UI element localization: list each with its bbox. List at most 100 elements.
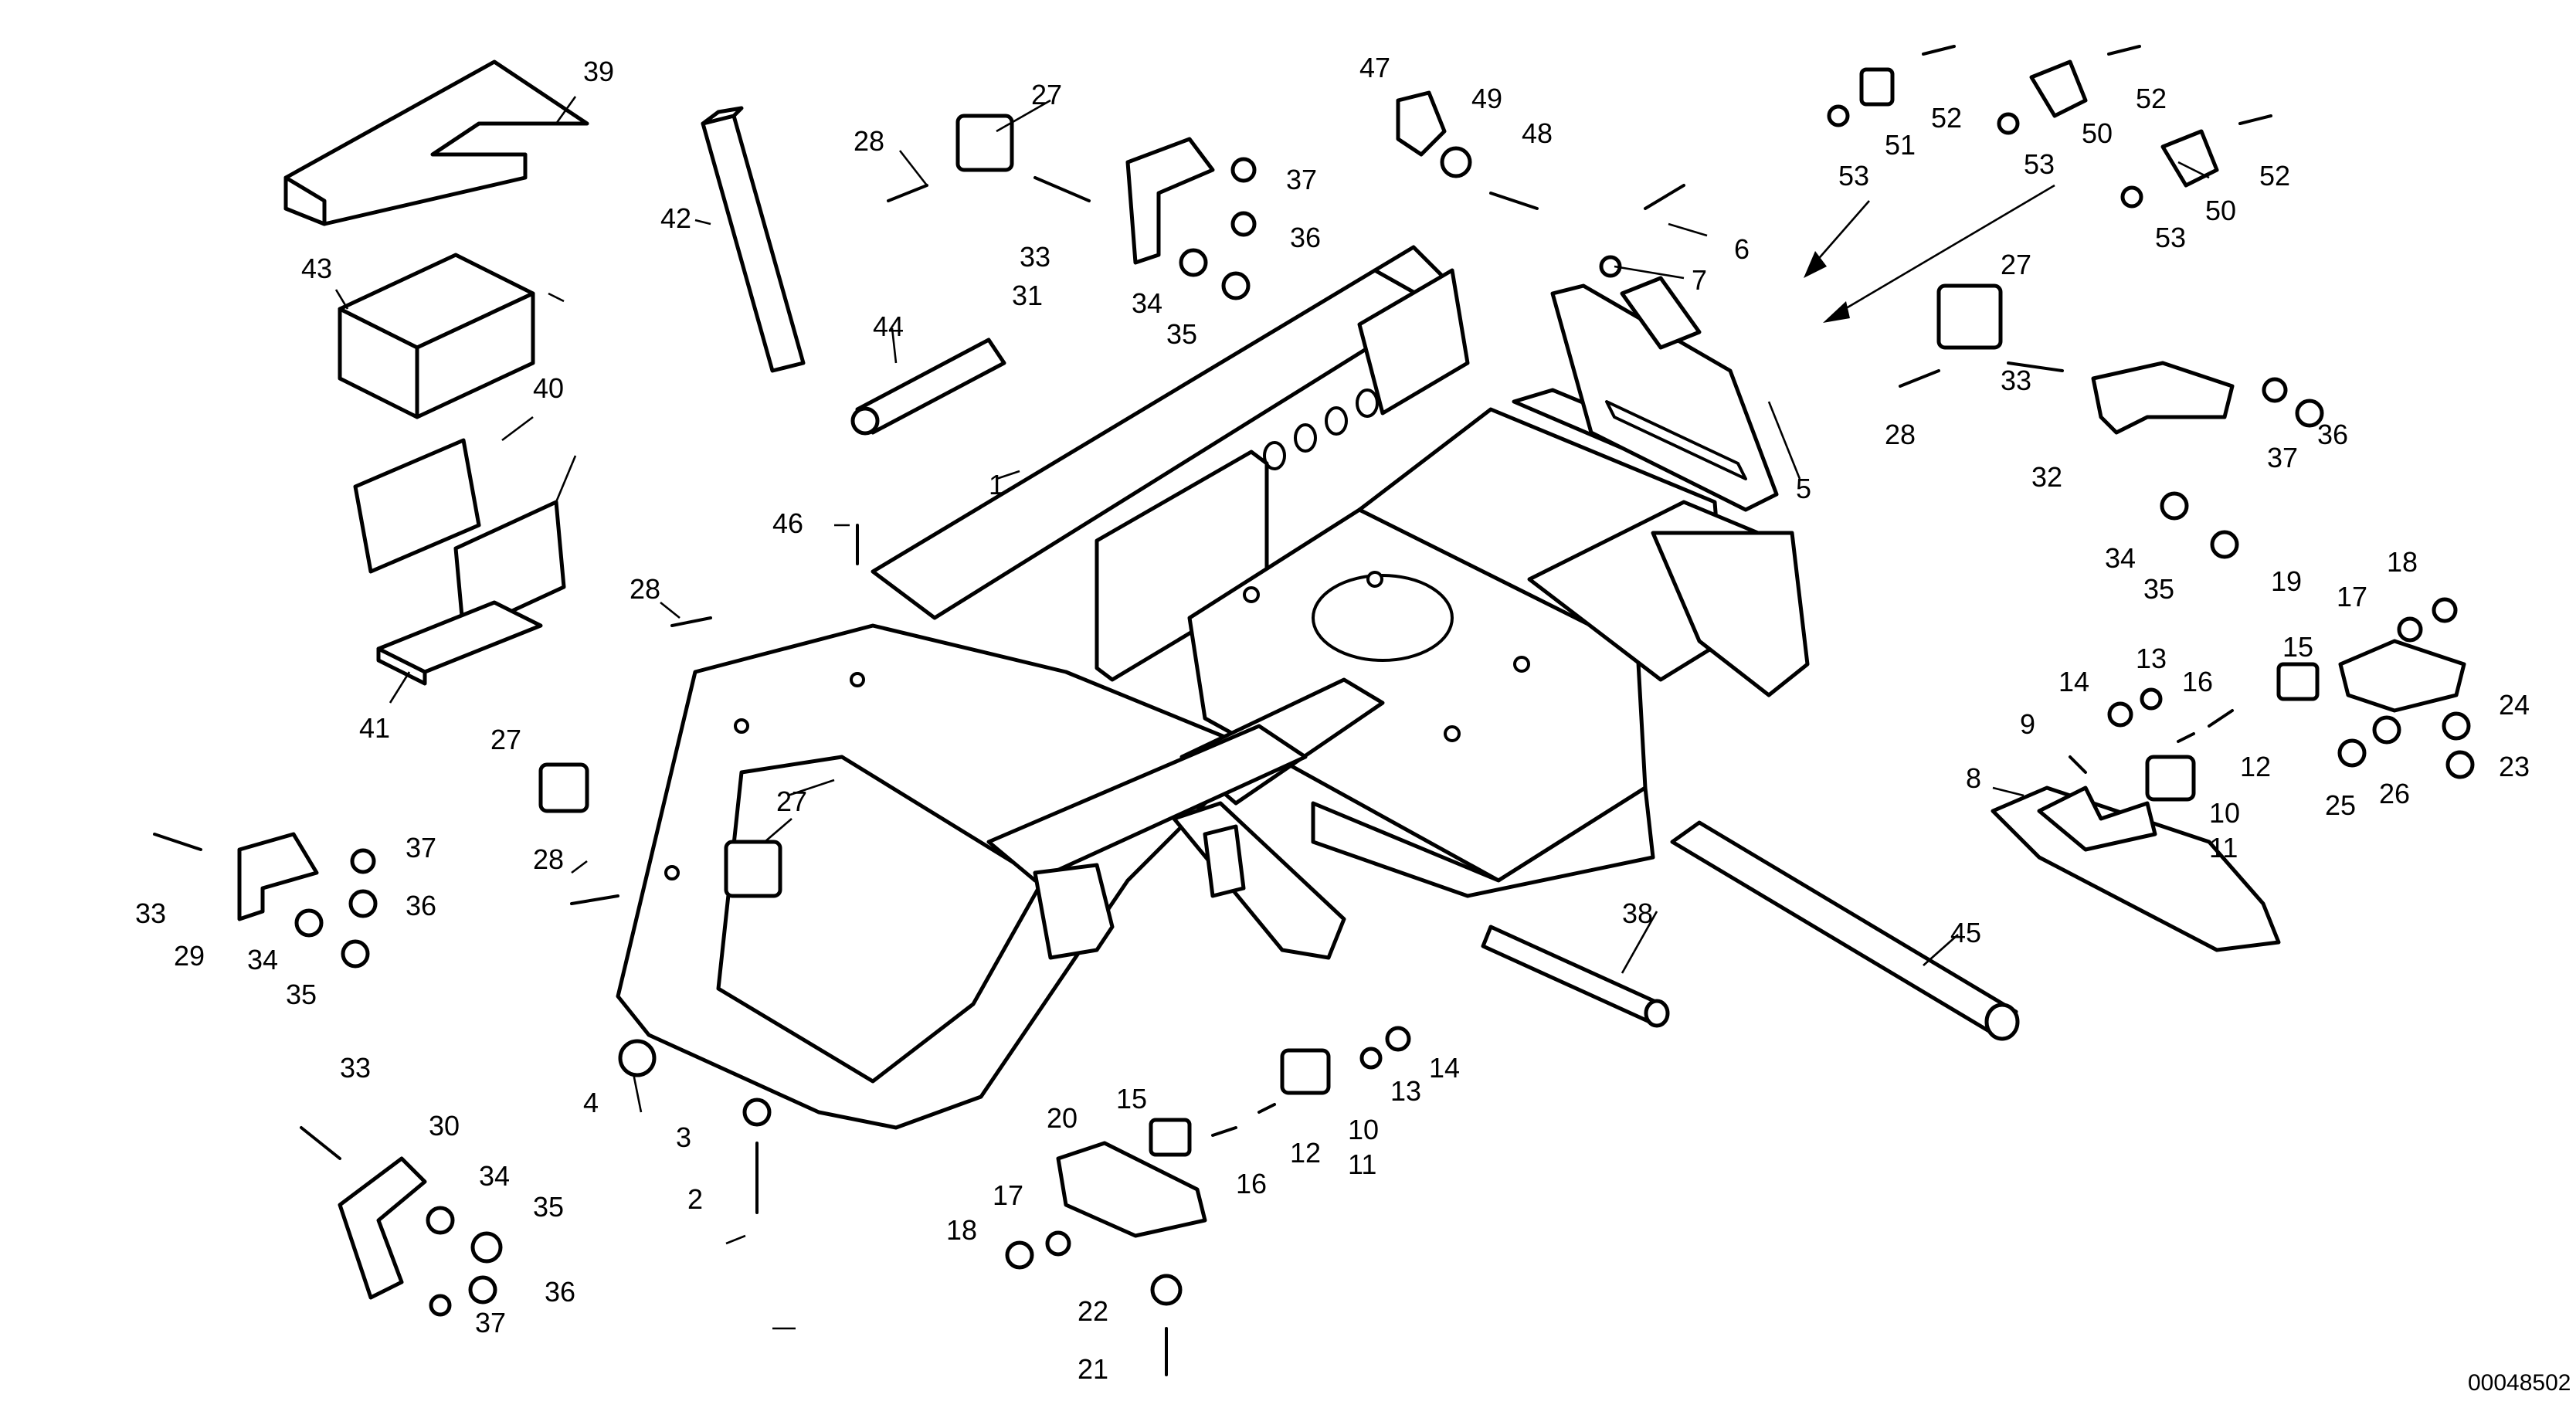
callout-27-right: 27 <box>2001 249 2031 280</box>
callout-29: 29 <box>174 940 205 972</box>
callout-28-right: 28 <box>1885 419 1916 450</box>
callout-27-frame: 27 <box>776 785 807 817</box>
callout-50-right: 50 <box>2205 195 2236 226</box>
callout-17-front: 17 <box>993 1179 1023 1211</box>
callout-1: 1 <box>989 469 1004 500</box>
callout-33-top: 33 <box>1020 241 1050 273</box>
callout-41: 41 <box>359 712 390 744</box>
short-rod <box>1481 925 1670 1028</box>
callout-12-front: 12 <box>1290 1137 1321 1169</box>
callout-15-right: 15 <box>2282 631 2313 663</box>
callout-36-bottom: 36 <box>545 1276 575 1308</box>
callout-14-right: 14 <box>2058 666 2089 697</box>
callout-34-top: 34 <box>1132 287 1162 319</box>
base-plate <box>376 600 543 686</box>
callout-35-left: 35 <box>286 979 317 1010</box>
right-side-plate <box>1991 785 2281 952</box>
callout-50-top: 50 <box>2082 117 2113 149</box>
callout-4: 4 <box>583 1087 599 1118</box>
callout-6: 6 <box>1734 233 1750 265</box>
main-frame <box>616 245 1810 1130</box>
callout-10-front: 10 <box>1348 1114 1379 1145</box>
callout-24: 24 <box>2499 689 2530 721</box>
callout-28-top: 28 <box>854 125 884 157</box>
callout-37-right: 37 <box>2267 442 2298 473</box>
callout-20: 20 <box>1047 1102 1078 1134</box>
callout-35-bottom: 35 <box>533 1191 564 1223</box>
callout-18-right: 18 <box>2387 546 2418 578</box>
callout-23: 23 <box>2499 751 2530 782</box>
callout-11-right: 11 <box>2209 832 2238 863</box>
bracket-31 <box>1125 137 1215 265</box>
callout-37-bottom: 37 <box>475 1307 506 1338</box>
callout-43: 43 <box>301 253 332 284</box>
callout-36-left: 36 <box>406 890 436 921</box>
callout-53-right: 53 <box>2155 222 2186 253</box>
callout-12-right: 12 <box>2240 751 2271 782</box>
callout-15-front: 15 <box>1116 1083 1147 1115</box>
bolts <box>153 45 2272 1376</box>
bracket-29 <box>237 832 319 921</box>
callout-18-front: 18 <box>946 1214 977 1246</box>
callout-27-left: 27 <box>490 724 521 755</box>
callout-22: 22 <box>1078 1295 1108 1327</box>
bracket-20 <box>1056 1141 1207 1238</box>
bracket-30 <box>338 1156 427 1300</box>
callout-49: 49 <box>1471 83 1502 114</box>
callout-35-right: 35 <box>2143 573 2174 605</box>
callout-36-right: 36 <box>2317 419 2348 450</box>
callout-48: 48 <box>1522 117 1553 149</box>
callout-numbers: 1 2 3 4 5 6 7 8 9 10 10 11 11 12 12 13 1… <box>135 52 2530 1385</box>
callout-39: 39 <box>583 56 614 87</box>
callout-17-right: 17 <box>2337 581 2367 612</box>
callout-31: 31 <box>1012 280 1043 311</box>
callout-53-left: 53 <box>1838 160 1869 192</box>
clips <box>1396 59 2219 188</box>
callout-52-mid: 52 <box>2136 83 2167 114</box>
callout-25: 25 <box>2325 789 2356 821</box>
callout-33-bottom: 33 <box>340 1052 371 1084</box>
callout-30: 30 <box>429 1110 460 1142</box>
callout-3: 3 <box>676 1121 691 1153</box>
callout-34-bottom: 34 <box>479 1160 510 1192</box>
callout-38: 38 <box>1622 897 1653 929</box>
callout-32: 32 <box>2031 461 2062 493</box>
callout-10-right: 10 <box>2209 797 2240 829</box>
callout-7: 7 <box>1692 264 1707 296</box>
bracket-32 <box>2091 361 2235 435</box>
callout-16-front: 16 <box>1236 1168 1267 1199</box>
spacer-blocks <box>538 67 2320 1157</box>
callout-13-front: 13 <box>1390 1075 1421 1107</box>
callout-45: 45 <box>1950 917 1981 948</box>
bracket-19 <box>2338 639 2466 713</box>
callout-9: 9 <box>2020 708 2035 740</box>
callout-11-front: 11 <box>1348 1148 1376 1180</box>
callout-52-right: 52 <box>2259 160 2290 192</box>
pin <box>850 338 1006 436</box>
callout-19: 19 <box>2271 565 2302 597</box>
callout-27-top: 27 <box>1031 79 1062 110</box>
callout-51: 51 <box>1885 129 1916 161</box>
callout-34-left: 34 <box>247 944 278 975</box>
direction-arrows <box>1804 184 2055 323</box>
drawing-reference-number: 00048502 <box>2468 1370 2571 1396</box>
callout-46: 46 <box>772 507 803 539</box>
callout-36-top: 36 <box>1290 222 1321 253</box>
callout-28-frame: 28 <box>533 843 564 875</box>
nuts-and-washers <box>294 104 2475 1317</box>
callout-44: 44 <box>873 310 904 342</box>
callout-53-mid: 53 <box>2024 148 2055 180</box>
callout-28-left: 28 <box>630 573 660 605</box>
callout-16-right: 16 <box>2182 666 2213 697</box>
callout-2: 2 <box>687 1183 703 1215</box>
callout-42: 42 <box>660 202 691 234</box>
callout-52-left: 52 <box>1931 102 1962 134</box>
side-pads <box>353 438 566 636</box>
callout-8: 8 <box>1966 762 1981 794</box>
long-rod <box>1670 820 2020 1041</box>
callout-26: 26 <box>2379 778 2410 809</box>
callout-21: 21 <box>1078 1353 1108 1385</box>
callout-40: 40 <box>533 372 564 404</box>
callout-47: 47 <box>1359 52 1390 83</box>
